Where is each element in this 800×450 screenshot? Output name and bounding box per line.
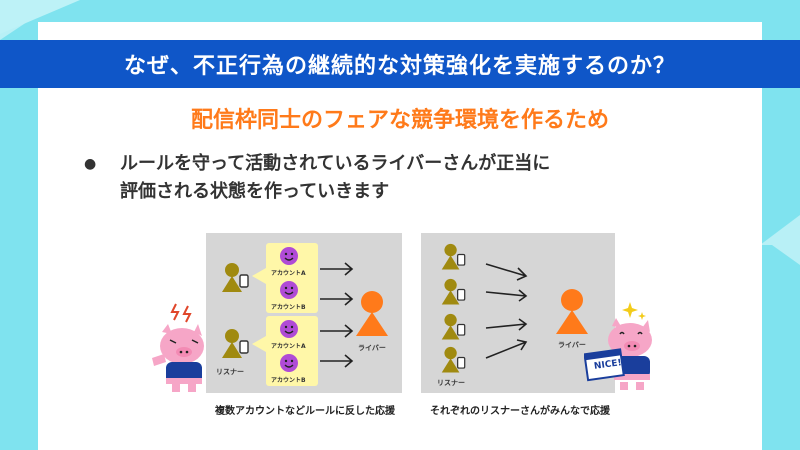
caption-fair-support: それぞれのリスナーさんがみんなで応援 [430, 406, 610, 417]
bullet-dot: ● [84, 156, 97, 172]
bullet-line-2: 評価される状態を作っていきます [120, 181, 390, 202]
account-a-face-icon [279, 246, 299, 266]
listener-icon [220, 328, 254, 362]
listener-icon [220, 262, 254, 296]
caption-rule-violation: 複数アカウントなどルールに反した応援 [215, 406, 395, 417]
account-b-face-icon [279, 280, 299, 300]
happy-pig-mascot-icon [584, 298, 660, 392]
listener-icon [438, 278, 472, 308]
listener-label: リスナー [437, 379, 465, 387]
subtitle: 配信枠同士のフェアな競争環境を作るため [190, 108, 609, 133]
pointer-wedge [252, 268, 268, 284]
arrows-right [484, 258, 532, 368]
account-b-label: アカウントB [271, 304, 306, 311]
edge-decoration [772, 245, 800, 265]
account-b-face-icon [279, 353, 299, 373]
page-title: なぜ、不正行為の継続的な対策強化を実施するのか？ [123, 54, 676, 79]
edge-decoration [760, 215, 800, 245]
liver-icon [352, 290, 392, 338]
pointer-wedge [252, 336, 268, 352]
liver-label: ライバー [358, 344, 386, 352]
bullet-text: ルールを守って活動されているライバーさんが正当に 評価される状態を作っていきます [120, 150, 680, 206]
listener-label: リスナー [216, 368, 244, 376]
angry-pig-mascot-icon [144, 300, 212, 392]
account-a-label: アカウントA [271, 270, 306, 277]
title-banner: なぜ、不正行為の継続的な対策強化を実施するのか？ [0, 40, 800, 88]
bullet-line-1: ルールを守って活動されているライバーさんが正当に [120, 153, 551, 174]
liver-label: ライバー [558, 341, 586, 349]
liver-icon [552, 288, 592, 336]
account-a-label: アカウントA [271, 343, 306, 350]
listener-icon [438, 346, 472, 376]
arrows-left [318, 255, 358, 375]
account-b-label: アカウントB [271, 377, 306, 384]
listener-icon [438, 313, 472, 343]
account-a-face-icon [279, 319, 299, 339]
listener-icon [438, 243, 472, 273]
